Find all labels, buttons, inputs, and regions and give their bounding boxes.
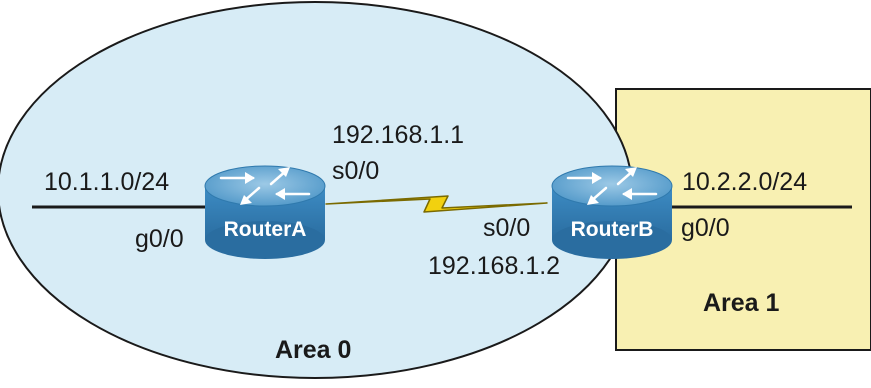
network-right-label: 10.2.2.0/24: [682, 168, 807, 196]
router-a-label: RouterA: [224, 218, 307, 241]
router-icon: [204, 165, 326, 259]
router-b-lan-interface: g0/0: [681, 214, 730, 242]
serial-link: [325, 195, 548, 213]
router-b[interactable]: RouterB: [551, 165, 673, 259]
router-b-label: RouterB: [571, 218, 654, 241]
router-b-serial-ip: 192.168.1.2: [428, 252, 560, 280]
area-1-label: Area 1: [703, 289, 780, 317]
network-left-label: 10.1.1.0/24: [44, 168, 169, 196]
area-0-label: Area 0: [275, 336, 351, 364]
router-icon: [551, 165, 673, 259]
router-b-serial-interface: s0/0: [483, 214, 530, 242]
router-a-serial-interface: s0/0: [332, 157, 379, 185]
router-a-serial-ip: 192.168.1.1: [332, 121, 464, 149]
router-a-lan-interface: g0/0: [135, 225, 184, 253]
router-a[interactable]: RouterA: [204, 165, 326, 259]
